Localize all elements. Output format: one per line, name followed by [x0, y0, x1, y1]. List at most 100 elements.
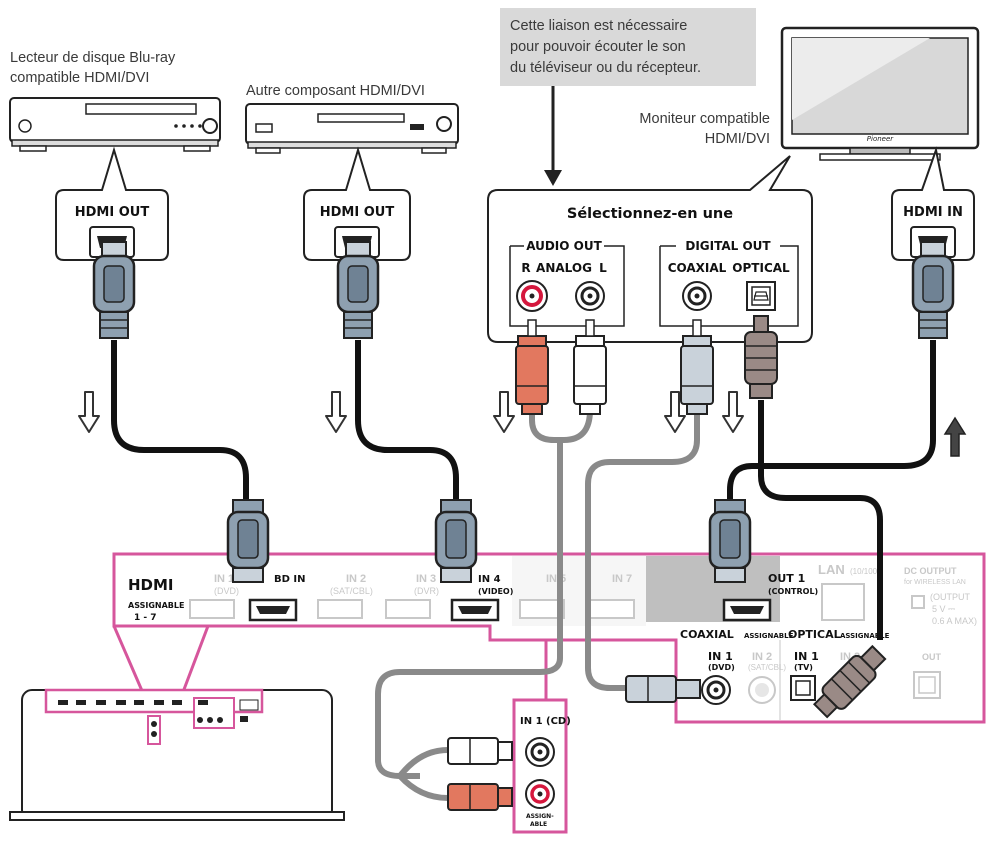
bluray-label-line1: Lecteur de disque Blu-ray — [10, 50, 176, 66]
hdmi-port-in4 — [450, 598, 500, 622]
coaxial-label: COAXIAL — [668, 261, 727, 275]
audio-out-label: AUDIO OUT — [526, 239, 602, 253]
panel-lan-label: LAN — [818, 562, 845, 577]
monitor-brand: Pioneer — [867, 135, 894, 143]
optical-cable — [744, 315, 887, 719]
panel-in3-label: IN 3 — [416, 573, 436, 585]
panel-out1-label: OUT 1 — [768, 572, 805, 585]
analog-l-jack — [574, 280, 606, 312]
rca-plug-white-top — [573, 319, 607, 415]
arrow-down-icon — [493, 391, 515, 433]
panel-coax-in1: IN 1 — [708, 650, 733, 663]
hdmi-port-out1 — [722, 598, 772, 622]
panel-in7-label: IN 7 — [612, 573, 632, 585]
panel-optical-label: OPTICAL — [788, 628, 841, 641]
hdmi-port-in5 — [519, 599, 565, 619]
panel-output-spec-2: 5 V ⎓ — [932, 604, 955, 614]
bubble-hdmi-out-label-2: HDMI OUT — [320, 205, 395, 220]
note-box: Cette liaison est nécessaire pour pouvoi… — [500, 8, 756, 86]
arrow-down-icon — [78, 391, 100, 433]
panel-hdmi-label: HDMI — [128, 576, 174, 594]
panel-in1-label: IN 1 — [214, 573, 234, 585]
bubble-hdmi-in-monitor: HDMI IN — [891, 146, 975, 261]
note-line2: pour pouvoir écouter le son — [510, 39, 686, 55]
panel-opt-tv: (TV) — [794, 663, 813, 672]
hdmi-cable-monitor — [708, 240, 955, 584]
panel-coaxial-label: COAXIAL — [680, 628, 734, 641]
zoom-pointer — [112, 625, 210, 701]
analog-audio-cable — [375, 319, 607, 811]
analog-l-label: L — [599, 261, 607, 275]
rca-plug-white-bottom — [447, 737, 513, 765]
panel-in2-label: IN 2 — [346, 573, 366, 585]
arrow-down-icon — [325, 391, 347, 433]
note-line3: du téléviseur ou du récepteur. — [510, 60, 701, 76]
analog-label: ANALOG — [536, 261, 592, 275]
monitor-label-line2: HDMI/DVI — [705, 131, 770, 147]
panel-output-spec-3: 0.6 A MAX) — [932, 616, 977, 626]
panel-video-label: (VIDEO) — [478, 587, 513, 596]
optical-plug-top — [744, 315, 778, 399]
receiver-thumbnail — [9, 688, 345, 821]
analog-r-jack — [516, 280, 548, 312]
coaxial-cable — [585, 319, 714, 703]
panel-sat-cbl-label: (SAT/CBL) — [330, 586, 373, 596]
panel-opt-in1: IN 1 — [794, 650, 819, 663]
coax-plug-bottom — [625, 675, 701, 703]
panel-assignable-2: ABLE — [530, 821, 547, 828]
panel-dvr-label: (DVR) — [414, 586, 439, 596]
panel-coax-sat: (SAT/CBL) — [748, 663, 786, 672]
digital-out-label: DIGITAL OUT — [685, 239, 771, 253]
other-component-label: Autre composant HDMI/DVI — [246, 83, 425, 99]
bubble-hdmi-in-label: HDMI IN — [903, 205, 963, 220]
panel-assignable-label: ASSIGNABLE — [128, 601, 184, 610]
panel-control-label: (CONTROL) — [768, 587, 818, 596]
arrow-down-icon — [722, 391, 744, 433]
panel-dc-output-label: DC OUTPUT — [904, 566, 957, 576]
bubble-hdmi-out-bluray: HDMI OUT — [55, 146, 169, 261]
hdmi-port-bd-in — [248, 598, 298, 622]
monitor-label-line1: Moniteur compatible — [639, 111, 770, 127]
bluray-player — [9, 97, 221, 152]
coax-in2-jack — [748, 676, 776, 704]
panel-in4-label: IN 4 — [478, 574, 501, 585]
panel-range-label: 1 - 7 — [134, 613, 157, 623]
bubble-select-one: Sélectionnez-en une AUDIO OUT R ANALOG L… — [487, 155, 813, 343]
opt-out-port — [913, 671, 941, 699]
bubble-hdmi-out-other: HDMI OUT — [303, 146, 411, 261]
panel-lan-speed: (10/100) — [850, 567, 880, 576]
bubble-hdmi-out-label-1: HDMI OUT — [75, 205, 150, 220]
panel-opt-assignable: ASSIGNABLE — [840, 632, 890, 640]
hdmi-port-in1 — [189, 599, 235, 619]
note-arrow-icon — [544, 86, 562, 186]
arrow-up-icon — [943, 416, 967, 457]
monitor: Pioneer — [780, 26, 980, 161]
optical-plug-bottom — [812, 644, 887, 719]
panel-wireless-label: for WIRELESS LAN — [904, 579, 966, 586]
hdmi-port-in3 — [385, 599, 431, 619]
panel-assignable-1: ASSIGN- — [526, 813, 554, 820]
hdmi-cable-other — [336, 240, 478, 584]
dc-output-port — [911, 595, 925, 609]
note-line1: Cette liaison est nécessaire — [510, 18, 687, 34]
panel-dvd-label: (DVD) — [214, 586, 239, 596]
panel-coax-assignable: ASSIGNABLE — [744, 632, 794, 640]
audio-in-l-jack — [524, 736, 556, 768]
hdmi-cable-bluray — [92, 240, 270, 584]
panel-output-spec-1: (OUTPUT — [930, 592, 970, 602]
panel-opt-out: OUT — [922, 652, 942, 662]
hdmi-port-in2 — [317, 599, 363, 619]
coax-plug-top — [680, 319, 714, 415]
coax-in1-jack — [700, 674, 732, 706]
panel-bd-in-label: BD IN — [274, 574, 306, 585]
panel-coax-in2: IN 2 — [752, 651, 772, 663]
analog-r-label: R — [521, 261, 530, 275]
rca-plug-red-top — [515, 319, 549, 415]
panel-in5-label: IN 5 — [546, 573, 566, 585]
optical-label: OPTICAL — [732, 261, 790, 275]
rca-plug-red-bottom — [447, 783, 513, 811]
panel-coax-dvd: (DVD) — [708, 663, 735, 672]
optical-jack — [746, 281, 776, 311]
lan-port — [821, 583, 865, 621]
